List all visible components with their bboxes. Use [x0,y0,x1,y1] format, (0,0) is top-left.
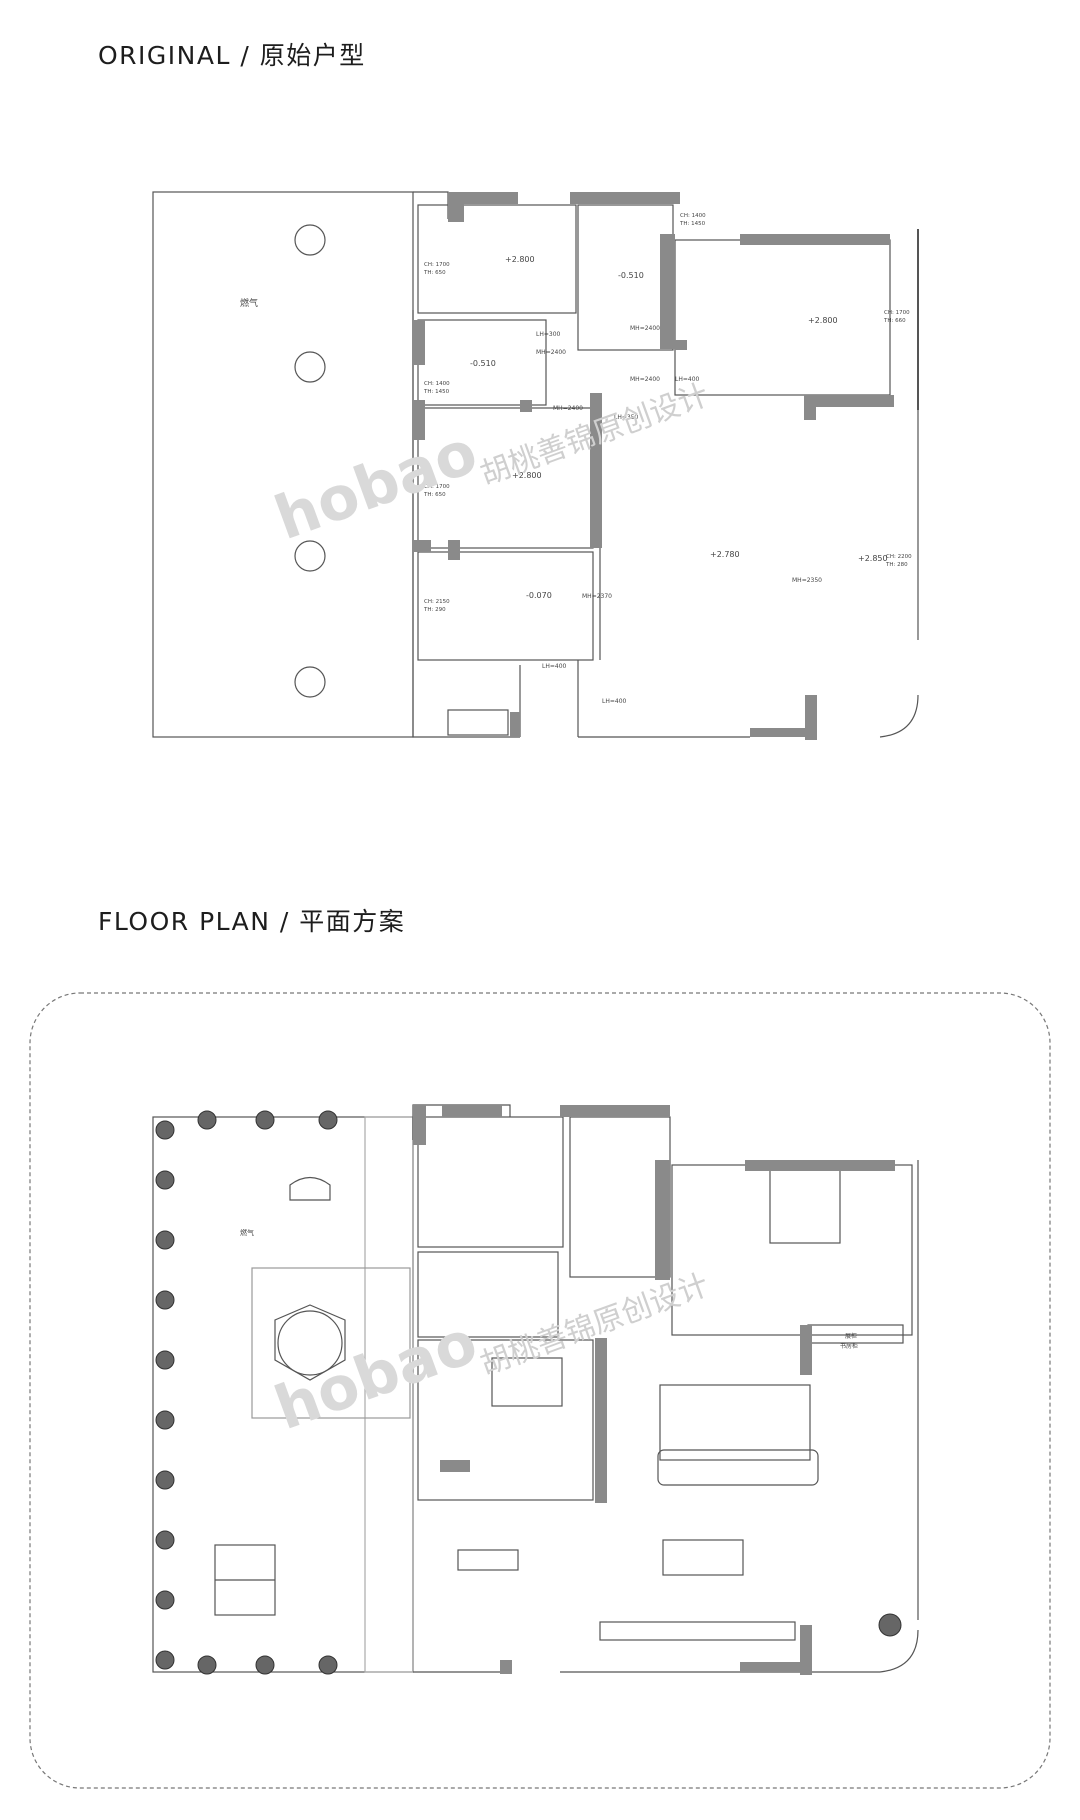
original-window-1a: CH: 1700 [424,262,450,268]
original-dim-mh2350: MH=2350 [792,577,822,584]
plan-terrace-label: 燃气 [240,1228,254,1237]
original-window-3b: TH: 660 [883,318,906,324]
original-dim-mh2400-a: MH=2400 [630,325,660,332]
plan-dining-table [277,1310,343,1376]
original-level-r4: -0.510 [470,359,496,368]
plan-study-cabinet [807,1324,904,1344]
original-dim-lh400-b: LH=400 [542,663,567,670]
original-level-r3: +2.800 [808,316,838,325]
original-window-5a: CH: 1700 [424,484,450,490]
plan-dining-set [662,1539,744,1576]
original-dim-mh2400-d: MH=2400 [553,405,583,412]
plan-bed-master [769,1164,841,1244]
plan-tag-display-cabinet: 展柜 [845,1332,857,1340]
original-column-2 [294,351,326,383]
original-terrace-label: 燃气 [240,297,258,309]
original-dim-lh350: LH=350 [614,414,639,421]
original-floor-plan: 燃气 +2.800 -0.510 +2.800 -0.510 +2.800 +2… [152,191,919,740]
plan-terrace-rug [251,1267,411,1419]
plan-bottom-cabinets [599,1621,796,1641]
plan-sunbed [214,1544,276,1616]
original-watermark: hobao 胡桃善锦原创设计 [266,378,713,555]
original-dim-lh400-a: LH=400 [675,376,700,383]
original-column-3 [294,540,326,572]
original-level-r6: +2.780 [710,550,740,559]
plan-deck-strip [364,1116,414,1673]
original-section-title: ORIGINAL / 原始户型 [98,41,366,70]
original-window-7b: TH: 290 [423,607,446,613]
original-level-r2: -0.510 [618,271,644,280]
original-level-r8: -0.070 [526,591,552,600]
plan-planters [155,1110,902,1675]
plan-tag-study-cabinet: 书房柜 [840,1342,858,1350]
watermark-logo: hobao [266,417,486,554]
plan-living-rug [659,1384,811,1461]
original-column-4 [294,666,326,698]
original-dim-mh2400-c: MH=2400 [630,376,660,383]
original-dim-lh400-c: LH=400 [602,698,627,705]
plan-kitchen-counter [457,1549,519,1571]
original-column-1 [294,224,326,256]
original-window-2a: CH: 1400 [680,213,706,219]
original-window-5b: TH: 650 [423,492,446,498]
original-window-4a: CH: 1400 [424,381,450,387]
original-dim-lh300: LH=300 [536,331,561,338]
original-level-r5: +2.800 [512,471,542,480]
original-level-r7: +2.850 [858,554,888,563]
plan-terrace [152,1116,414,1673]
original-level-r1: +2.800 [505,255,535,264]
original-dim-mh2370: MH=2370 [582,593,612,600]
original-window-4b: TH: 1450 [423,389,450,395]
original-window-7a: CH: 2150 [424,599,450,605]
original-window-3a: CH: 1700 [884,310,910,316]
original-window-6a: CH: 2200 [886,554,912,560]
plan-sofa [657,1449,819,1486]
original-window-1b: TH: 650 [423,270,446,276]
floor-plan-section-title: FLOOR PLAN / 平面方案 [98,907,406,936]
original-window-2b: TH: 1450 [679,221,706,227]
plan-watermark: hobao 胡桃善锦原创设计 [266,1268,713,1445]
plan-lounge-chair [289,1176,331,1201]
plan-watermark-logo: hobao [266,1307,486,1444]
original-window-6b: TH: 280 [885,562,908,568]
plan-table-umbrella [274,1304,346,1381]
original-dim-mh2400-b: MH=2400 [536,349,566,356]
plan-bed-small [491,1357,563,1407]
floor-plan-frame [29,992,1051,1789]
plan-watermark-text: 胡桃善锦原创设计 [476,1268,713,1383]
